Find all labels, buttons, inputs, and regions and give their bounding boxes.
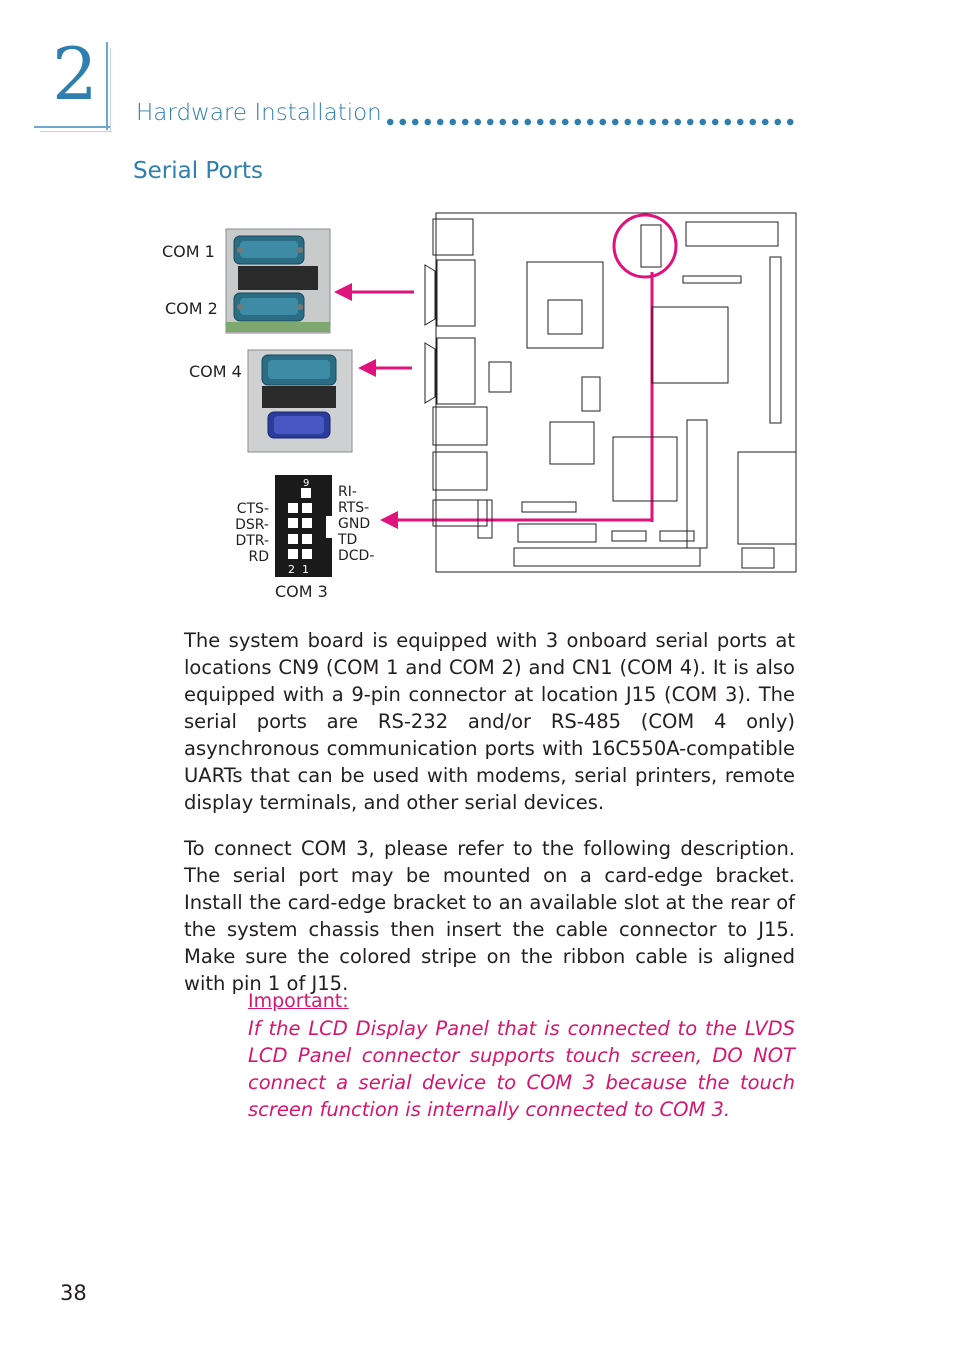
pin-right: GND — [338, 516, 371, 532]
com1-label: COM 1 — [162, 242, 215, 261]
chapter-divider-vertical-light — [110, 48, 111, 132]
pin-left: DSR- — [235, 517, 269, 533]
pin-1-2-label: 2 1 — [288, 563, 309, 576]
chapter-number: 2 — [52, 32, 98, 116]
important-title: Important: — [248, 990, 349, 1012]
com3-pin-header — [275, 475, 332, 577]
motherboard-diagram — [424, 212, 797, 573]
pin-right: RI- — [338, 484, 357, 500]
com3-pins-right: RI- RTS- GND TD DCD- — [338, 484, 374, 564]
section-title: Hardware Installation — [136, 100, 382, 126]
pin-right: RTS- — [338, 500, 370, 516]
page-number: 38 — [60, 1281, 87, 1305]
com4-label: COM 4 — [189, 362, 242, 381]
com1-com2-connector-photo — [225, 228, 331, 334]
com4-connector-photo — [247, 349, 353, 453]
chapter-divider-horizontal — [34, 126, 110, 128]
pin-left: DTR- — [235, 533, 269, 549]
header-dotted-rule — [384, 118, 796, 126]
com3-pins-left: CTS- DSR- DTR- RD — [215, 501, 269, 565]
serial-ports-figure — [225, 212, 797, 577]
com3-label: COM 3 — [275, 582, 328, 601]
j15-highlight-circle — [612, 213, 678, 279]
page-subtitle: Serial Ports — [133, 158, 263, 184]
pin-right: DCD- — [338, 548, 375, 564]
arrow-to-com1-com2 — [334, 283, 414, 301]
com2-label: COM 2 — [165, 299, 218, 318]
body-paragraph-2: To connect COM 3, please refer to the fo… — [184, 837, 795, 995]
pin-right: TD — [338, 532, 358, 548]
pin-left: CTS- — [236, 501, 269, 517]
body-paragraph-1: The system board is equipped with 3 onbo… — [184, 629, 795, 814]
important-text: If the LCD Display Panel that is connect… — [248, 1017, 795, 1121]
pin-left: RD — [248, 549, 269, 565]
arrow-to-com3 — [380, 272, 654, 529]
arrow-to-com4 — [358, 359, 412, 377]
pin-9-label: 9 — [303, 478, 310, 489]
chapter-divider-horizontal-light — [40, 131, 112, 132]
chapter-divider-vertical — [106, 42, 108, 130]
